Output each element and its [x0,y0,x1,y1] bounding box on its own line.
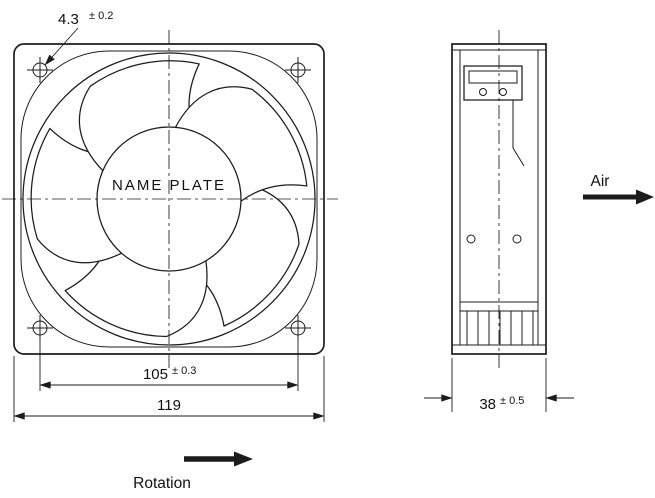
overall-width-value: 119 [157,397,181,414]
leader-line [44,27,79,66]
mounting-hole [285,57,311,83]
terminal-block [463,65,523,101]
terminal-hole [479,88,487,96]
depth-tolerance: ± 0.5 [500,395,524,407]
terminal-hole [499,88,507,96]
depth-value: 38 [479,396,496,413]
mounting-holes [27,57,311,341]
dimension-depth: 38 ± 0.5 [424,358,574,413]
dimensions: 4.3 ± 0.2 105 ± 0.3 119 38 ± 0.5 [13,10,574,422]
side-hole [466,234,476,244]
rotation-label: Rotation [133,475,191,492]
hole-pitch-value: 105 [143,366,168,383]
rotation-arrow-icon [184,451,253,467]
air-arrow-icon [583,189,654,205]
side-hole [512,234,522,244]
mounting-hole [27,57,53,83]
front-view: NAME PLATE [2,30,338,368]
name-plate-label: NAME PLATE [112,177,226,194]
mounting-hole [285,315,311,341]
side-view [451,30,547,368]
air-flow-indicator: Air [583,173,654,205]
hole-diameter-value: 4.3 [58,11,79,28]
hole-pitch-tolerance: ± 0.3 [172,365,196,377]
bottom-ribs [460,301,538,345]
hole-diameter-tolerance: ± 0.2 [89,10,113,22]
lead-wire-line [512,100,525,167]
air-label: Air [591,173,610,190]
dimension-hole-diameter: 4.3 ± 0.2 [44,10,113,66]
dimension-hole-pitch: 105 ± 0.3 [39,341,299,391]
rotation-indicator: Rotation [133,451,253,492]
mounting-hole [27,315,53,341]
dimension-overall-width: 119 [13,356,325,422]
